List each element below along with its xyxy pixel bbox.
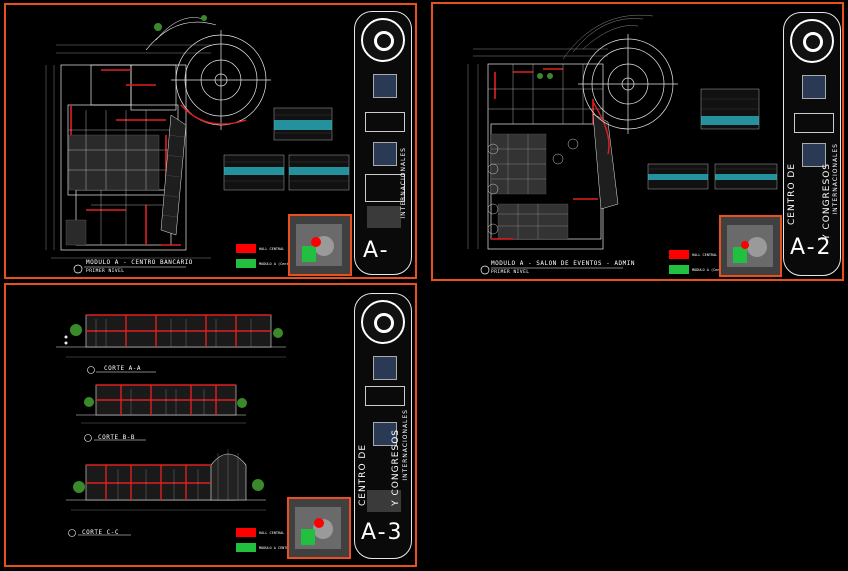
legend: HALL CENTRAL MODULO A (Centro Bancario) — [236, 241, 314, 273]
legend-swatch-green — [669, 265, 689, 274]
title-block-image — [367, 206, 401, 228]
section-c-c — [66, 449, 266, 511]
section-b-b — [76, 384, 247, 424]
title-block-emblem — [373, 422, 397, 446]
sheet-number: A- — [363, 238, 390, 263]
sheet-a2: MODULO A - SALON DE EVENTOS - ADMIN PRIM… — [431, 2, 844, 281]
title-block: CENTRO DE Y CONGRESOS INTERNACIONALES A-… — [354, 293, 412, 559]
title-block-emblem — [802, 75, 826, 99]
title-block-field — [794, 113, 834, 133]
legend: HALL CENTRAL MODULO A CENTRO BANCARIO — [236, 525, 310, 557]
legend-swatch-green — [236, 543, 256, 552]
section-a-a — [56, 314, 286, 358]
title-block-text: Y CONGRESOS — [822, 163, 832, 240]
title-block-field — [365, 112, 405, 132]
title-block-emblem — [373, 74, 397, 98]
drawing-title: MODULO A - SALON DE EVENTOS - ADMIN — [491, 260, 635, 267]
sheet-a1: MODULO A - CENTRO BANCARIO PRIMER NIVEL … — [4, 3, 417, 279]
drawing-title: MODULO A - CENTRO BANCARIO — [86, 259, 193, 266]
legend-label: MODULO A CENTRO BANCARIO — [259, 546, 310, 550]
title-block-field — [365, 386, 405, 406]
title-block: INTERNACIONALES A- — [354, 11, 412, 275]
title-block-emblem — [373, 142, 397, 166]
legend-label: HALL CENTRAL — [692, 253, 718, 257]
title-block-text: INTERNACIONALES — [402, 409, 409, 481]
legend-label: HALL CENTRAL — [259, 247, 285, 251]
floor-plan-a2 — [467, 14, 778, 275]
legend-swatch-red — [236, 244, 256, 253]
title-block-image — [367, 490, 401, 512]
legend: HALL CENTRAL MODULO A (Centro Bancario) — [669, 247, 747, 279]
legend-swatch-green — [236, 259, 256, 268]
floor-plan-a1 — [45, 15, 350, 274]
title-block-text: CENTRO DE — [358, 444, 368, 507]
title-block-emblem — [802, 143, 826, 167]
legend-label: HALL CENTRAL — [259, 531, 285, 535]
title-block-text: CENTRO DE — [787, 163, 797, 226]
logo-icon — [361, 300, 405, 344]
legend-label: MODULO A (Centro Bancario) — [259, 262, 314, 266]
title-block-field — [365, 174, 405, 202]
legend-swatch-red — [236, 528, 256, 537]
title-block-text: INTERNACIONALES — [400, 147, 407, 219]
legend-swatch-red — [669, 250, 689, 259]
section-label: CORTE A-A — [104, 365, 142, 372]
logo-icon — [790, 19, 834, 63]
section-label: CORTE B-B — [98, 434, 136, 441]
title-block-text: Y CONGRESOS — [391, 429, 401, 506]
sheet-a3: CORTE A-A CORTE B-B CORTE C-C HALL CENTR… — [4, 283, 417, 567]
key-plan-thumbnail — [287, 497, 351, 559]
drawing-subtitle: PRIMER NIVEL — [491, 270, 530, 275]
title-block-text: INTERNACIONALES — [832, 143, 839, 215]
logo-icon — [361, 18, 405, 62]
sheet-number: A-3 — [361, 520, 404, 545]
drawing-subtitle: PRIMER NIVEL — [86, 269, 125, 274]
key-plan-thumbnail — [288, 214, 352, 276]
title-block-emblem — [373, 356, 397, 380]
title-block: CENTRO DE Y CONGRESOS INTERNACIONALES A-… — [783, 12, 841, 276]
section-label: CORTE C-C — [82, 529, 120, 536]
sheet-number: A-2 — [790, 235, 833, 260]
key-plan-thumbnail — [719, 215, 782, 277]
sections-a3 — [56, 314, 286, 537]
